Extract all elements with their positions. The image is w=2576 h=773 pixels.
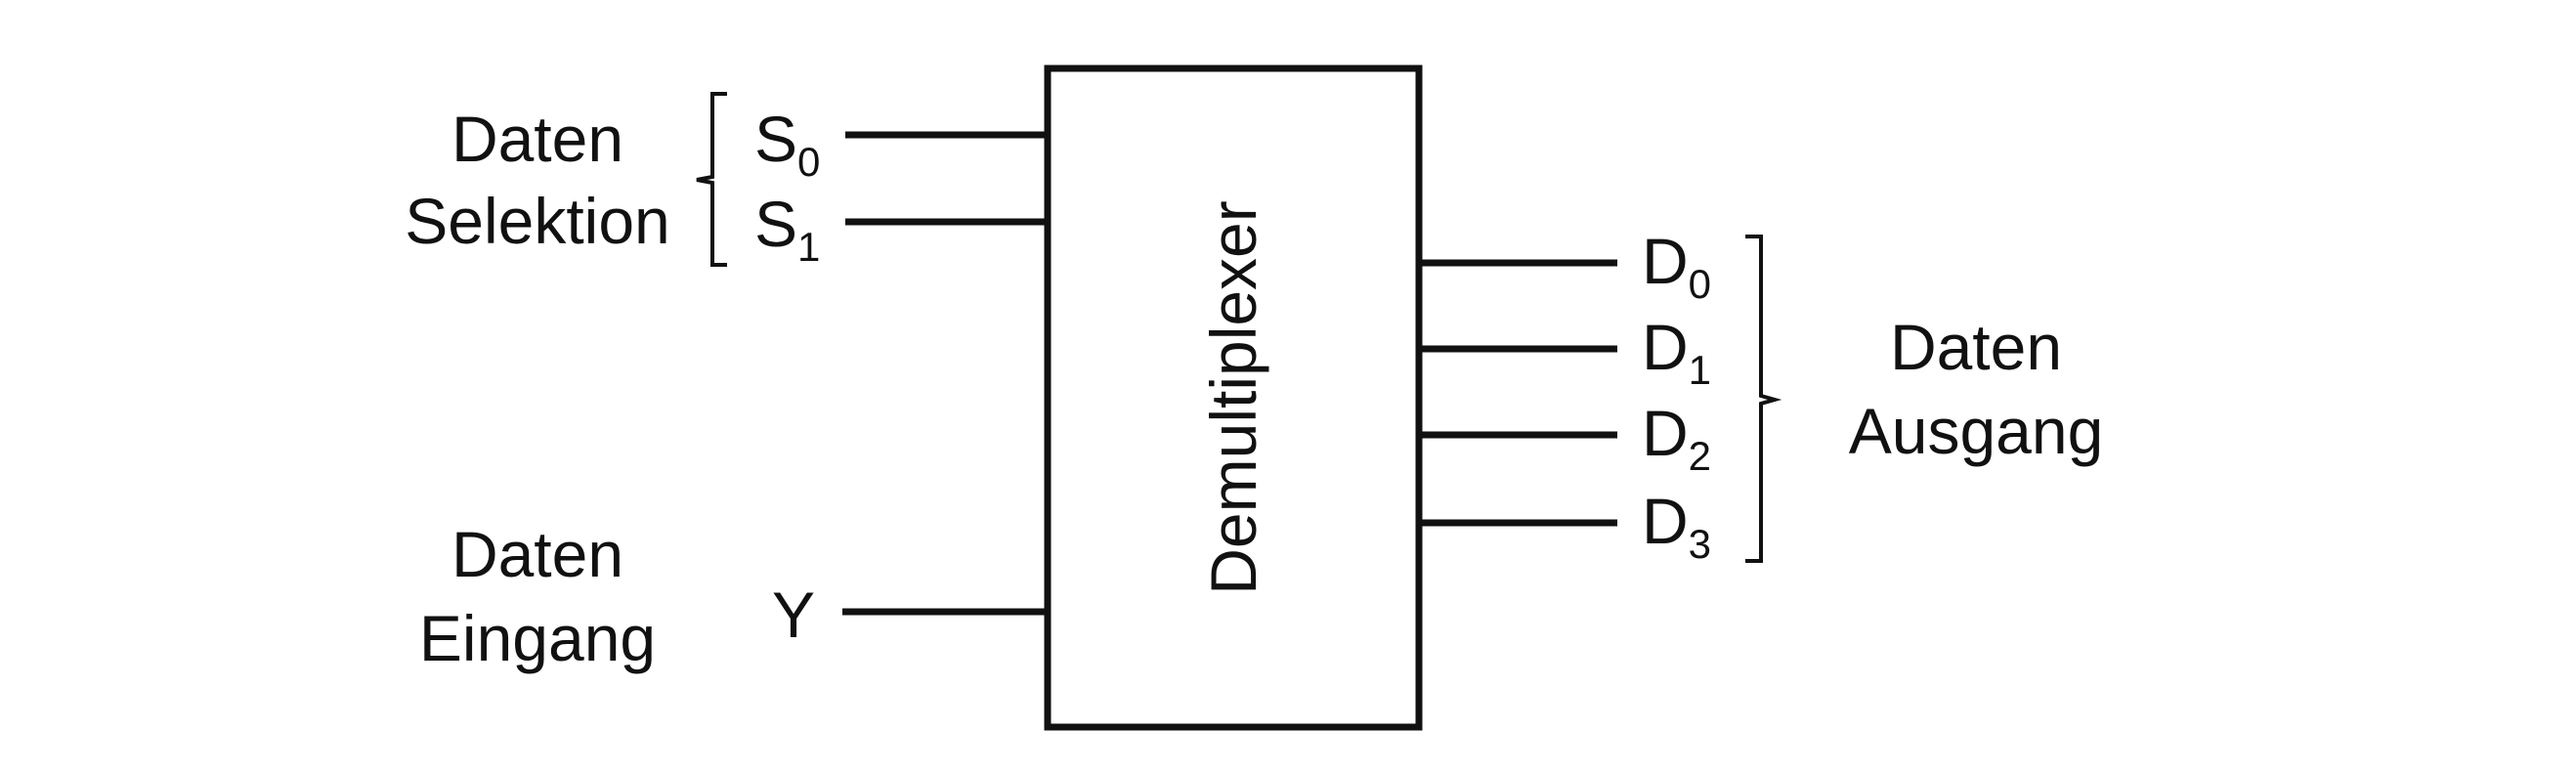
output-pin-d0-letter: D (1642, 225, 1689, 297)
output-pin-d0: D0 (1642, 225, 1711, 307)
output-pin-d1-index: 1 (1689, 347, 1711, 393)
output-pin-d3-index: 3 (1689, 521, 1711, 567)
select-pin-s0: S0 (754, 103, 820, 185)
output-bracket (1745, 235, 1782, 563)
demultiplexer-block (1044, 64, 1423, 731)
output-label-line1: Daten (1890, 311, 2062, 383)
select-pin-s1-index: 1 (797, 224, 820, 270)
select-pin-s0-letter: S (754, 103, 797, 175)
output-pin-d1: D1 (1642, 311, 1711, 393)
output-label-line2: Ausgang (1849, 395, 2104, 467)
select-pin-s1-letter: S (754, 188, 797, 260)
output-pin-d0-index: 0 (1689, 261, 1711, 307)
input-pin-y: Y (772, 579, 815, 651)
output-pin-d2-letter: D (1642, 397, 1689, 469)
selection-bracket (696, 92, 727, 267)
output-pin-d3: D3 (1642, 485, 1711, 567)
output-pin-d3-letter: D (1642, 485, 1689, 557)
output-pin-d1-letter: D (1642, 311, 1689, 383)
selection-label-line2: Selektion (405, 185, 670, 257)
select-pin-s0-index: 0 (797, 139, 820, 185)
block-label: Demultiplexer (1197, 200, 1269, 594)
input-label-line2: Eingang (419, 602, 656, 674)
output-pin-d2-index: 2 (1689, 433, 1711, 479)
select-pin-s1: S1 (754, 188, 820, 270)
selection-label-line1: Daten (451, 103, 623, 175)
output-pin-d2: D2 (1642, 397, 1711, 479)
input-label-line1: Daten (451, 518, 623, 590)
